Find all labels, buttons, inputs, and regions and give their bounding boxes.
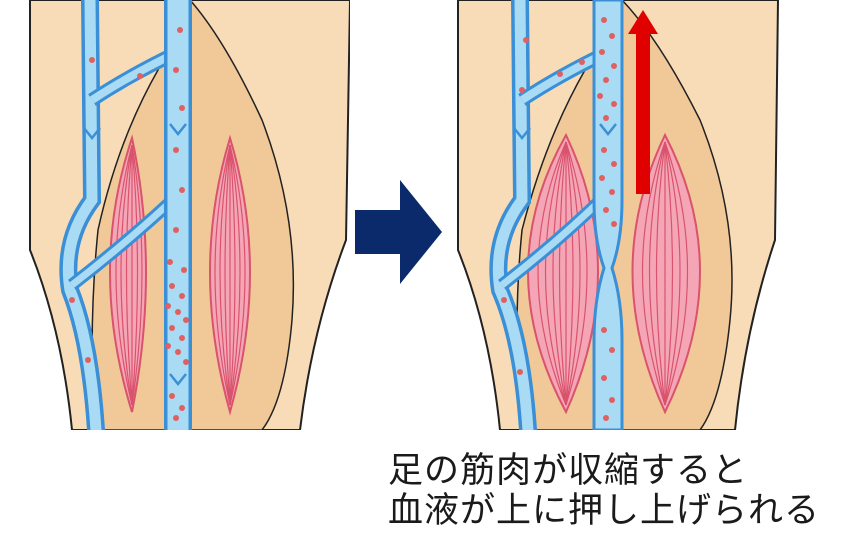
blood-flow-up-arrow-icon (628, 10, 658, 194)
deep-vein-squeezed (513, 0, 624, 430)
panel-relaxed (29, 0, 350, 430)
blood-cells-right (501, 17, 617, 421)
blood-cells-left (69, 27, 189, 421)
superficial-vein (59, 0, 105, 430)
transition-arrow-icon (355, 180, 442, 284)
superficial-vein (489, 0, 537, 430)
left-muscle (109, 134, 147, 413)
right-muscle (209, 134, 251, 416)
panel-contracted (457, 0, 780, 430)
caption-line-1: 足の筋肉が収縮すると (388, 451, 749, 491)
right-muscle-contracted (631, 132, 701, 415)
caption-line-2: 血液が上に押し上げられる (388, 491, 821, 531)
